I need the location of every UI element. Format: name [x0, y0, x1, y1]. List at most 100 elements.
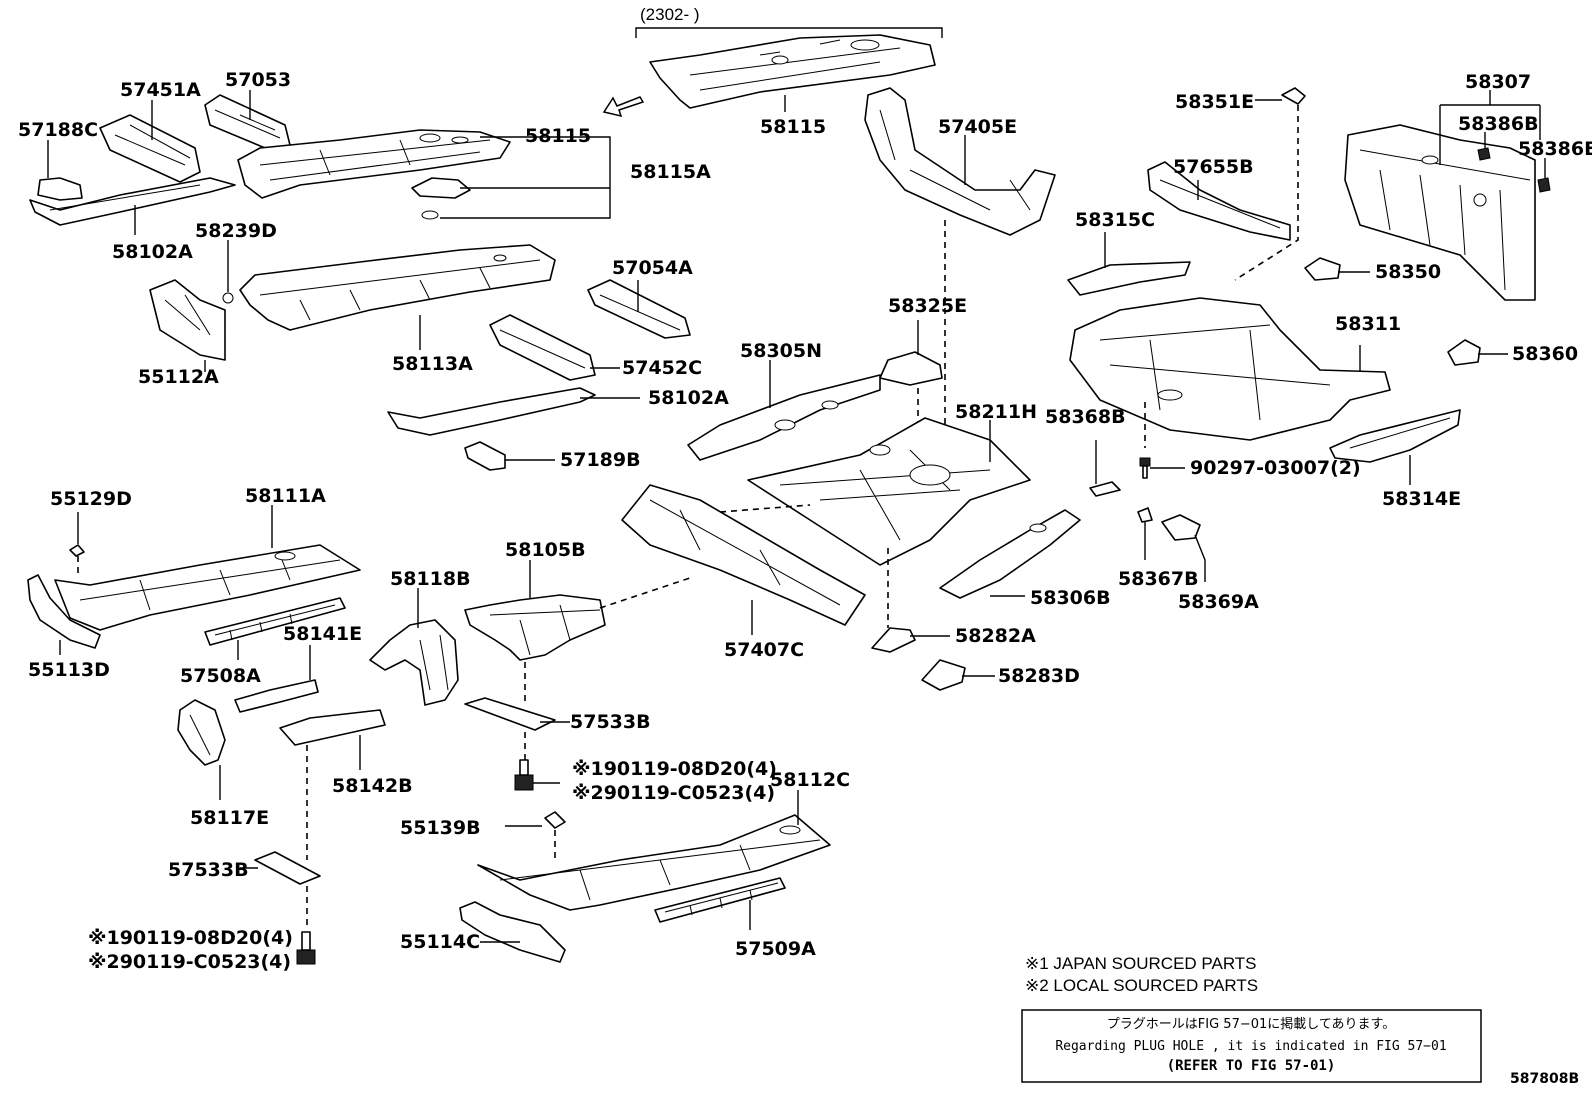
part-58369A[interactable]: 58369A	[1161, 514, 1259, 613]
label-90119-C0523-lower: ※290119-C0523(4)	[88, 951, 291, 973]
part-58239D[interactable]: 58239D	[195, 220, 277, 304]
label-58282A: 58282A	[955, 625, 1036, 647]
label-58350: 58350	[1375, 261, 1441, 283]
label-58367B: 58367B	[1118, 568, 1199, 590]
part-58350[interactable]: 58350	[1304, 257, 1441, 283]
label-55112A: 55112A	[138, 366, 219, 388]
part-58102A-mid[interactable]: 58102A	[387, 387, 729, 436]
part-bolt-lower[interactable]: ※190119-08D20(4) ※290119-C0523(4)	[88, 927, 316, 973]
part-57655B[interactable]: 57655B	[1147, 156, 1291, 241]
label-58306B: 58306B	[1030, 587, 1111, 609]
part-57451A[interactable]: 57451A	[99, 79, 201, 183]
label-57188C: 57188C	[18, 119, 98, 141]
diagram-code: 587808B	[1510, 1071, 1579, 1087]
label-58351E: 58351E	[1175, 91, 1254, 113]
part-58115-main[interactable]: 58115	[237, 125, 600, 199]
label-58307: 58307	[1465, 71, 1531, 93]
part-58368B[interactable]: 58368B	[1045, 406, 1126, 497]
label-58102A-left: 58102A	[112, 241, 193, 263]
label-90297-03007: 90297-03007(2)	[1190, 457, 1361, 479]
label-58325E: 58325E	[888, 295, 967, 317]
part-55129D[interactable]: 55129D	[50, 488, 132, 557]
label-58118B: 58118B	[390, 568, 471, 590]
reference-jp-text: プラグホールはFIG 57−01に掲載してあります。	[1107, 1016, 1395, 1032]
part-58105B[interactable]: 58105B	[464, 539, 606, 661]
part-58111A[interactable]: 58111A	[54, 485, 361, 631]
label-57655B: 57655B	[1173, 156, 1254, 178]
part-58117E[interactable]: 58117E	[177, 699, 269, 829]
part-58305N[interactable]: 58305N	[687, 340, 881, 461]
label-58105B: 58105B	[505, 539, 586, 561]
part-58386B-b[interactable]: 58386B	[1518, 138, 1592, 193]
part-58307[interactable]: 58307	[1344, 71, 1541, 301]
label-58142B: 58142B	[332, 775, 413, 797]
label-58115-upper: 58115	[760, 116, 826, 138]
label-57508A: 57508A	[180, 665, 261, 687]
date-range-text: (2302- )	[640, 5, 700, 24]
part-58283D[interactable]: 58283D	[921, 659, 1080, 691]
note-japan-sourced: ※1 JAPAN SOURCED PARTS	[1025, 954, 1257, 973]
label-55139B: 55139B	[400, 817, 481, 839]
part-58360[interactable]: 58360	[1447, 339, 1578, 366]
label-57533B-upper: 57533B	[570, 711, 651, 733]
label-58315C: 58315C	[1075, 209, 1155, 231]
part-57533B-upper[interactable]: 57533B	[464, 697, 651, 733]
dashed-leader-57407C	[719, 504, 811, 513]
label-55129D: 55129D	[50, 488, 132, 510]
part-58115-upper[interactable]: 58115	[649, 34, 936, 138]
part-58367B[interactable]: 58367B	[1118, 507, 1199, 590]
part-58314E[interactable]: 58314E	[1329, 409, 1461, 510]
part-58113A[interactable]: 58113A	[239, 244, 556, 375]
dashed-leader-58351E	[1234, 105, 1299, 281]
part-58325E[interactable]: 58325E	[879, 295, 967, 386]
part-55113D[interactable]: 55113D	[27, 574, 110, 681]
part-55112A[interactable]: 55112A	[138, 279, 226, 388]
label-58283D: 58283D	[998, 665, 1080, 687]
reference-refer-text: (REFER TO FIG 57-01)	[1167, 1058, 1336, 1074]
label-57407C: 57407C	[724, 639, 804, 661]
part-58102A-left[interactable]: 58102A	[29, 177, 236, 263]
label-58314E: 58314E	[1382, 488, 1461, 510]
part-90297-03007[interactable]: 90297-03007(2)	[1139, 457, 1361, 479]
part-58141E[interactable]: 58141E	[234, 623, 362, 713]
part-58142B[interactable]: 58142B	[279, 709, 413, 797]
part-58118B[interactable]: 58118B	[369, 568, 471, 706]
part-57189B[interactable]: 57189B	[464, 441, 641, 471]
part-57054A[interactable]: 57054A	[587, 257, 693, 339]
label-58211H: 58211H	[955, 401, 1037, 423]
part-57053[interactable]: 57053	[204, 69, 291, 151]
reference-box: プラグホールはFIG 57−01に掲載してあります。 Regarding PLU…	[1021, 1009, 1482, 1083]
dashed-leader-58105B-a	[599, 577, 691, 609]
part-55114C[interactable]: 55114C	[400, 901, 566, 963]
reference-en-text: Regarding PLUG HOLE , it is indicated in…	[1055, 1039, 1446, 1054]
part-58315C[interactable]: 58315C	[1067, 209, 1191, 296]
part-58311[interactable]: 58311	[1069, 297, 1401, 441]
label-58360: 58360	[1512, 343, 1578, 365]
part-57405E[interactable]: 57405E	[864, 87, 1056, 236]
part-58386B-a[interactable]: 58386B	[1458, 113, 1539, 161]
part-57407C[interactable]: 57407C	[621, 484, 866, 661]
label-57533B-lower: 57533B	[168, 859, 249, 881]
part-58112C[interactable]: 58112C	[477, 769, 850, 911]
label-55114C: 55114C	[400, 931, 480, 953]
label-57189B: 57189B	[560, 449, 641, 471]
part-58351E[interactable]: 58351E	[1175, 87, 1306, 113]
label-57452C: 57452C	[622, 357, 702, 379]
arrow-icon	[602, 96, 645, 118]
part-bolt-upper[interactable]: ※190119-08D20(4) ※290119-C0523(4)	[514, 758, 777, 804]
label-57405E: 57405E	[938, 116, 1017, 138]
part-55139B[interactable]: 55139B	[400, 811, 566, 839]
part-58282A[interactable]: 58282A	[871, 625, 1036, 653]
part-58115A[interactable]: 58115A	[411, 136, 711, 220]
label-58112C: 58112C	[770, 769, 850, 791]
label-58102A-mid: 58102A	[648, 387, 729, 409]
part-58306B[interactable]: 58306B	[939, 509, 1111, 609]
part-58211H[interactable]: 58211H	[747, 401, 1037, 566]
part-57508A[interactable]: 57508A	[180, 597, 346, 687]
date-range-bracket: (2302- )	[635, 5, 943, 38]
part-57452C[interactable]: 57452C	[489, 314, 702, 381]
label-57451A: 57451A	[120, 79, 201, 101]
part-57188C[interactable]: 57188C	[18, 119, 98, 201]
part-57533B-lower[interactable]: 57533B	[168, 851, 321, 885]
part-57509A[interactable]: 57509A	[654, 877, 816, 960]
